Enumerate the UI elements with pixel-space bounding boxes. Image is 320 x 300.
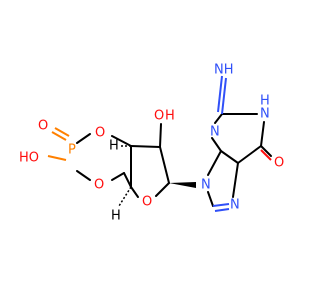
atom-o-ester1: O bbox=[95, 126, 105, 141]
bond-c5-c4 bbox=[123, 172, 132, 188]
atom-o-carbonyl: O bbox=[274, 156, 284, 171]
atom-p: P bbox=[68, 143, 76, 158]
atom-n-ring1: N bbox=[210, 125, 220, 140]
hetero-bond-layer bbox=[47, 75, 272, 212]
atom-n9: N bbox=[201, 178, 211, 193]
atom-o-furanose: O bbox=[142, 195, 152, 210]
atom-stereo-h-1: H bbox=[109, 139, 119, 154]
bond-oester2-c5 bbox=[111, 172, 125, 181]
bond-n1-c6 bbox=[260, 121, 265, 147]
bond-c2-c1 bbox=[159, 146, 170, 184]
bond-c1-oring bbox=[155, 182, 170, 197]
atom-o-hydroxyl: O bbox=[154, 109, 164, 124]
atom-h-ring: H bbox=[260, 94, 270, 109]
bond-c4-n3 bbox=[211, 137, 222, 152]
atom-o-ester2: O bbox=[94, 178, 104, 193]
bond-c6-o bbox=[260, 145, 272, 157]
bond-n9-c4 bbox=[207, 150, 222, 176]
atom-h-hydroxyl: H bbox=[165, 109, 175, 124]
bond-c4-c5 bbox=[220, 150, 239, 164]
molecule-canvas: NH N N H N N O O H O O O P O HO H H bbox=[19, 63, 284, 224]
bond-p-o-double-a bbox=[51, 131, 67, 141]
bond-c2-nh-a bbox=[221, 77, 227, 115]
structure-diagram: NH N N H N N O O H O O O P O HO H H bbox=[19, 63, 284, 224]
atom-n-ring-h: N bbox=[260, 107, 270, 122]
bond-n3-c2 bbox=[214, 113, 223, 124]
bond-c6-c5 bbox=[237, 145, 262, 164]
stereo-hash-2 bbox=[118, 186, 132, 207]
bond-n9-c8 bbox=[207, 191, 214, 207]
bond-p-oester2 bbox=[76, 170, 91, 181]
bond-layer bbox=[76, 113, 272, 207]
bond-c1-n9-wedge bbox=[169, 182, 196, 188]
atom-o-phosphoryl: O bbox=[38, 119, 48, 134]
atom-stereo-h-2: H bbox=[111, 209, 121, 224]
bond-p-oester1 bbox=[76, 133, 91, 144]
atom-n7: N bbox=[230, 198, 240, 213]
bond-c6-o-double bbox=[260, 149, 272, 161]
bond-c8-n7-b bbox=[214, 208, 230, 212]
bond-c5-n7 bbox=[232, 162, 239, 198]
atom-ho-phosphate: HO bbox=[19, 151, 39, 166]
bond-c8-n7-a bbox=[212, 203, 230, 207]
atom-nh-imine: NH bbox=[214, 63, 234, 78]
bond-c3-c2 bbox=[130, 145, 161, 148]
atom-label-layer: NH N N H N N O O H O O O P O HO H H bbox=[19, 63, 284, 224]
bond-oester1-c3 bbox=[111, 135, 132, 147]
stereo-h-layer bbox=[118, 145, 132, 207]
bond-p-oh bbox=[47, 155, 67, 161]
bond-c2-oh bbox=[159, 123, 162, 148]
bond-oring-c4 bbox=[130, 186, 139, 198]
bond-p-o-double-b bbox=[54, 127, 70, 137]
bond-c2-nh-b bbox=[217, 75, 223, 113]
